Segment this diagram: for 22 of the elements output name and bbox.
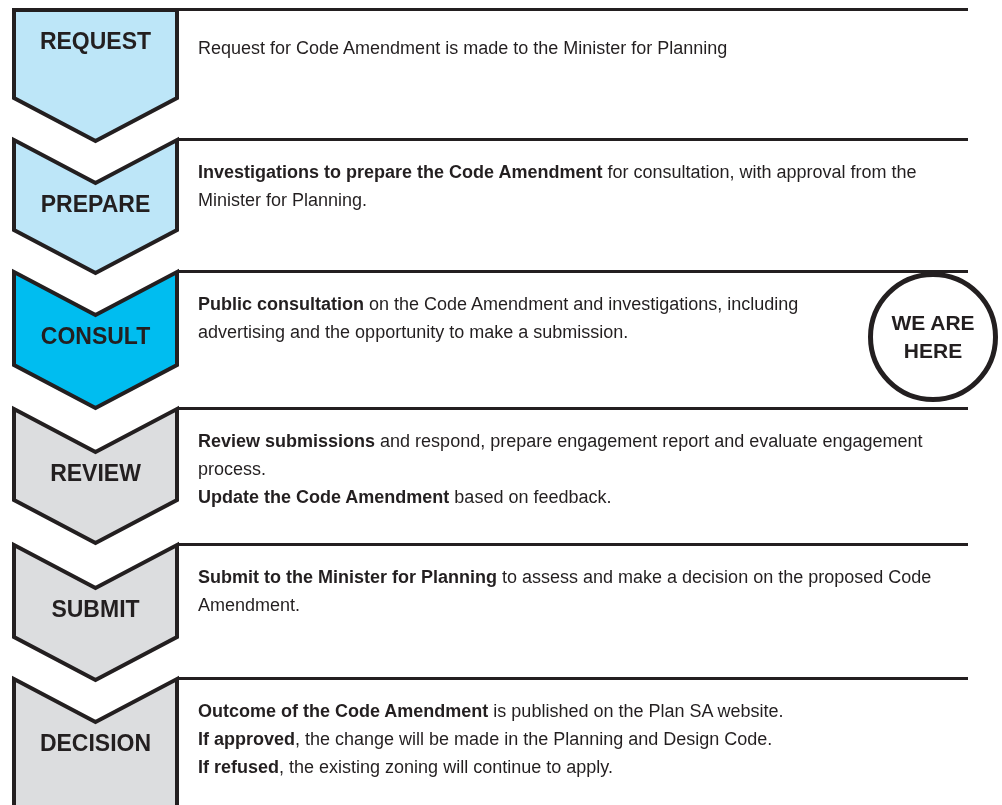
status-text: WE ARE HERE (890, 310, 976, 364)
step-description: Update the Code Amendment based on feedback. (198, 486, 613, 509)
step-label: REVIEW (49, 462, 142, 485)
step-description: Investigations to prepare the Code Amendment for consultation, with approval from the Minister for Planning. (198, 161, 918, 212)
step-description: Outcome of the Code Amendment is published on the Plan SA website. (198, 700, 785, 723)
step-description: If approved, the change will be made in the Planning and Design Code. (198, 728, 774, 751)
step-description: Public consultation on the Code Amendment and investigations, including advertising and the opportunity to make a submission. (198, 293, 800, 344)
step-label: SUBMIT (50, 598, 141, 621)
process-step (12, 677, 179, 805)
process-step (12, 543, 179, 682)
step-description: If refused, the existing zoning will continue to apply. (198, 756, 614, 779)
step-label: DECISION (38, 732, 153, 755)
process-step (12, 407, 179, 545)
step-label: PREPARE (39, 193, 152, 216)
step-label: REQUEST (38, 30, 153, 53)
process-step (12, 8, 179, 143)
step-description: Review submissions and respond, prepare engagement report and evaluate engagement process. (198, 430, 924, 481)
process-step (12, 270, 179, 410)
process-step (12, 138, 179, 275)
step-description: Submit to the Minister for Planning to assess and make a decision on the proposed Code Amendment. (198, 566, 933, 617)
step-label: CONSULT (39, 325, 152, 348)
step-description: Request for Code Amendment is made to the Minister for Planning (198, 37, 729, 60)
